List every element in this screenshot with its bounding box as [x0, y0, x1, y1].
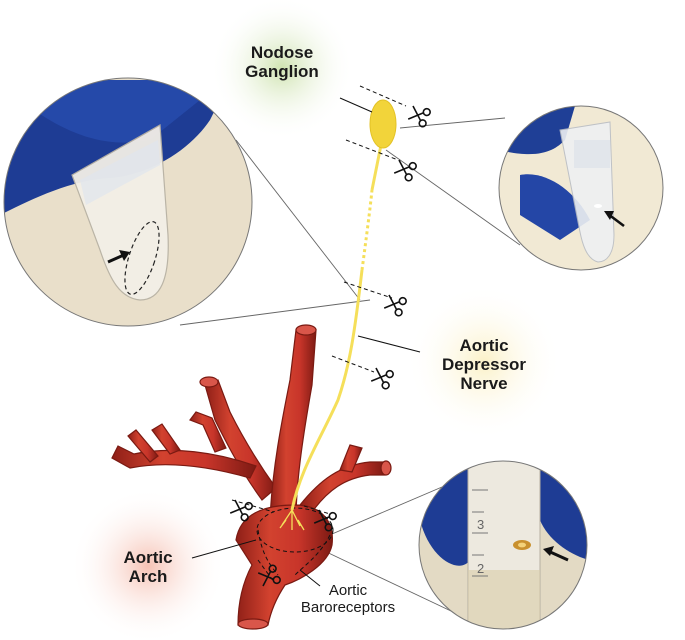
aortic-arch-illustration: [111, 324, 392, 630]
aortic-depressor-nerve: [290, 269, 364, 511]
label-line: Ganglion: [245, 62, 319, 82]
label-line: Aortic: [123, 548, 173, 567]
label-line: Aortic: [459, 336, 509, 355]
magnifier-connectors: [179, 117, 521, 621]
tube-closeup-left: [3, 77, 253, 327]
arch-glow: [70, 488, 226, 640]
label-nodose-ganglion: Nodose Ganglion: [222, 43, 342, 81]
label-line: Nodose: [250, 43, 314, 62]
nodose-ganglion: [369, 99, 397, 149]
label-leaders: [191, 97, 421, 587]
tube-scale-number: 3: [477, 517, 484, 532]
label-line: Nerve: [460, 374, 508, 394]
tube-scale-number: 2: [477, 561, 484, 576]
ganglion-glow: [210, 0, 354, 140]
label-aortic-arch: Aortic Arch: [108, 548, 188, 586]
baroreceptor-terminals: [279, 509, 305, 531]
label-line: Arch: [128, 567, 168, 587]
label-aortic-baroreceptors: Aortic Baroreceptors: [278, 582, 418, 617]
baroreceptor-zone: [256, 507, 334, 576]
label-line: Baroreceptors: [300, 598, 396, 616]
label-aortic-depressor-nerve: Aortic Depressor Nerve: [420, 336, 548, 393]
nerve-glow: [406, 284, 562, 440]
tube-closeup-top-right: [498, 105, 664, 271]
aortic-depressor-nerve-dotted: [360, 189, 374, 271]
label-line: Aortic: [328, 582, 368, 599]
tube-closeup-bottom-right: 3 2: [418, 460, 588, 630]
label-line: Depressor: [441, 355, 527, 375]
sample-outline: [124, 221, 160, 295]
cut-lines: [231, 85, 407, 583]
